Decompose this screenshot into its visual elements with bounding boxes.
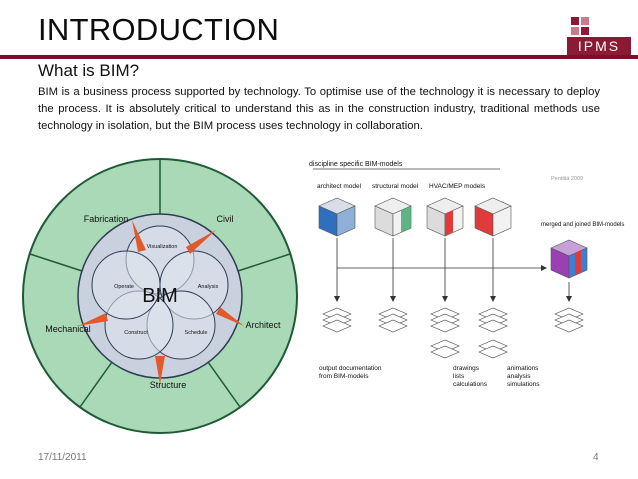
model-label-architect: architect model: [317, 183, 362, 190]
hvac-model-cube-2: [474, 197, 512, 237]
petal-operate: Operate: [114, 284, 134, 290]
outputs-right-label: animations analysis simulations: [507, 365, 540, 388]
merged-model-cube: [550, 239, 588, 279]
bim-models-flowchart: discipline specific BIM-models Penttilä …: [309, 161, 624, 388]
slide-title: INTRODUCTION: [38, 12, 280, 47]
page-number: 4: [593, 452, 599, 463]
petal-construct: Construct: [124, 330, 148, 336]
architect-model-cube: [318, 197, 356, 237]
bim-wheel-diagram: Fabrication Civil Architect Structure Me…: [22, 158, 298, 434]
model-label-structural: structural model: [372, 183, 419, 190]
petal-schedule: Schedule: [185, 330, 208, 336]
title-divider: [0, 55, 638, 59]
bim-center-label: BIM: [142, 285, 178, 307]
segment-fabrication: Fabrication: [84, 214, 129, 224]
footer-date: 17/11/2011: [38, 452, 87, 463]
slide-subtitle: What is BIM?: [38, 61, 140, 80]
hvac-model-cube-1: [426, 197, 464, 237]
petal-analysis: Analysis: [198, 284, 219, 290]
outputs-mid-label: drawings lists calculations: [453, 365, 488, 388]
flow-credit: Penttilä 2009: [551, 176, 583, 182]
petal-visualization: Visualization: [147, 244, 178, 250]
segment-architect: Architect: [245, 320, 281, 330]
structural-model-cube: [374, 197, 412, 237]
intro-paragraph: BIM is a business process supported by t…: [38, 86, 600, 132]
ipms-logo: IPMS: [567, 17, 631, 55]
svg-text:IPMS: IPMS: [578, 38, 620, 54]
segment-structure: Structure: [150, 380, 187, 390]
merged-label: merged and joined BIM-models: [541, 222, 624, 228]
segment-civil: Civil: [217, 214, 234, 224]
segment-mechanical: Mechanical: [45, 324, 91, 334]
model-label-hvac: HVAC/MEP models: [429, 183, 486, 190]
document-stacks: [322, 307, 584, 359]
output-label: output documentation from BIM-models: [319, 365, 383, 380]
flow-heading: discipline specific BIM-models: [309, 161, 403, 168]
